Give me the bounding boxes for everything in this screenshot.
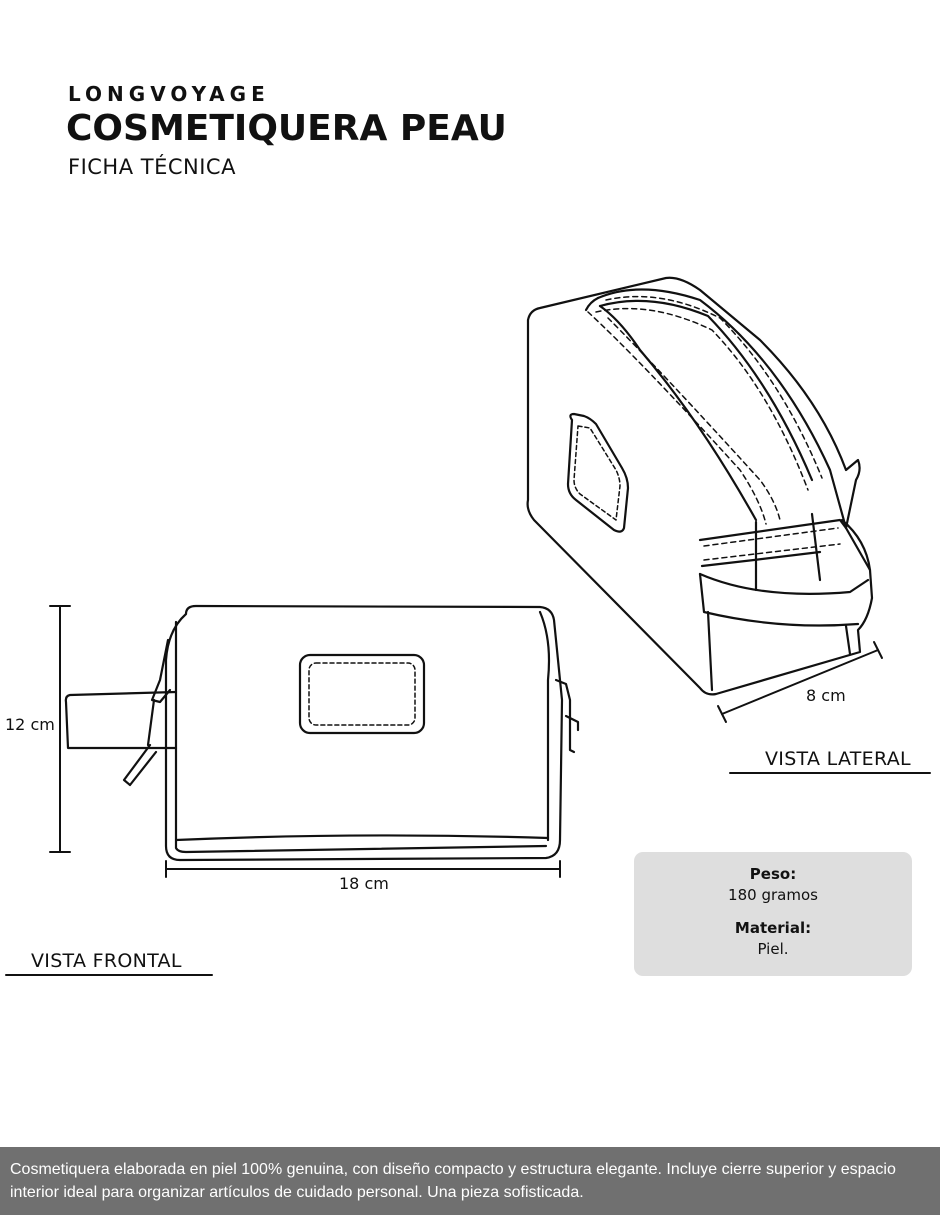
- front-view-label: VISTA FRONTAL: [31, 950, 182, 972]
- side-depth-label: 8 cm: [806, 686, 846, 705]
- side-view-label: VISTA LATERAL: [765, 748, 911, 770]
- material-label: Material:: [734, 919, 812, 937]
- product-description: Cosmetiquera elaborada en piel 100% genu…: [0, 1147, 940, 1215]
- weight-label: Peso:: [749, 865, 797, 883]
- front-width-dimension: [165, 860, 561, 878]
- front-height-label: 12 cm: [5, 715, 55, 734]
- side-depth-dimension: [717, 641, 883, 723]
- product-title: COSMETIQUERA PEAU: [66, 108, 507, 149]
- brand-name: LONGVOYAGE: [68, 82, 270, 106]
- specs-box: Peso: 180 gramos Material: Piel.: [634, 852, 912, 976]
- sheet-subtitle: FICHA TÉCNICA: [68, 155, 236, 179]
- side-view-illustration: [526, 276, 874, 696]
- front-width-label: 18 cm: [339, 874, 389, 893]
- material-value: Piel.: [757, 940, 789, 958]
- front-height-dimension: [49, 605, 71, 853]
- front-view-illustration: [64, 604, 580, 862]
- weight-value: 180 gramos: [728, 886, 818, 904]
